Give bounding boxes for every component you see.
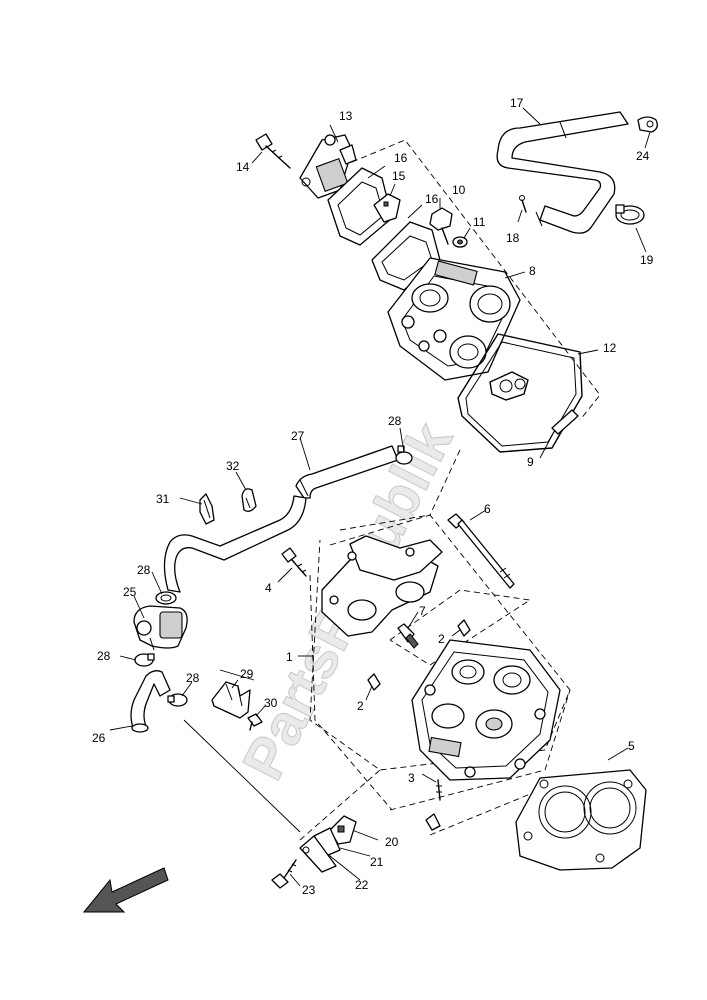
breather-hose-17 <box>496 111 629 234</box>
hose-26 <box>130 670 171 733</box>
seal-9 <box>551 409 579 435</box>
label-10: 10 <box>452 183 466 197</box>
washer-11 <box>452 236 468 248</box>
front-direction-arrow-icon <box>82 867 169 913</box>
label-4: 4 <box>265 581 272 595</box>
label-12: 12 <box>603 341 617 355</box>
label-29: 29 <box>240 667 254 681</box>
label-5: 5 <box>628 739 635 753</box>
hose-clamp-28-mid <box>155 591 177 605</box>
label-15: 15 <box>392 169 406 183</box>
label-28-left: 28 <box>97 649 111 663</box>
clip-32 <box>241 488 257 512</box>
air-induction-valve-13 <box>299 134 357 199</box>
bolt-14 <box>255 133 291 169</box>
hose-27 <box>295 445 399 499</box>
label-25: 25 <box>123 585 137 599</box>
cylinder-head-1 <box>411 639 561 781</box>
assembly-outlines <box>299 139 601 841</box>
leader-lines <box>109 107 651 887</box>
hose-clamp-28-lower <box>167 693 188 707</box>
label-7: 7 <box>419 604 426 618</box>
label-23: 23 <box>302 883 316 897</box>
air-pipe <box>163 495 307 593</box>
bolt-30 <box>247 713 263 731</box>
camshaft-bracket <box>321 535 443 637</box>
bolt-23 <box>271 859 297 889</box>
label-9: 9 <box>527 455 534 469</box>
hose-clamp-19 <box>615 204 645 225</box>
label-30: 30 <box>264 696 278 710</box>
label-20: 20 <box>385 835 399 849</box>
reed-plate-15 <box>373 193 401 223</box>
label-3: 3 <box>408 771 415 785</box>
label-28-mid: 28 <box>137 563 151 577</box>
label-28-top: 28 <box>388 414 402 428</box>
label-19: 19 <box>640 253 654 267</box>
cutoff-valve-25 <box>133 605 188 651</box>
pin-18 <box>519 195 527 213</box>
label-16-top: 16 <box>394 151 408 165</box>
label-31: 31 <box>156 492 170 506</box>
label-6: 6 <box>484 502 491 516</box>
label-22: 22 <box>355 878 369 892</box>
hose-clamp-28-left <box>134 653 155 667</box>
label-8: 8 <box>529 264 536 278</box>
bolt-3 <box>425 779 442 831</box>
label-17: 17 <box>510 96 524 110</box>
dowel-2-upper <box>457 619 471 637</box>
label-2-upper: 2 <box>438 632 445 646</box>
stud-bolt-6 <box>447 513 515 589</box>
label-24: 24 <box>636 149 650 163</box>
bolt-4 <box>281 547 307 577</box>
label-2-left: 2 <box>357 699 364 713</box>
dowel-2-left <box>367 673 381 691</box>
bracket-29 <box>211 681 251 719</box>
label-13: 13 <box>339 109 353 123</box>
bolt-10 <box>429 207 453 245</box>
sensor-7 <box>397 623 419 649</box>
label-14: 14 <box>236 160 250 174</box>
part-labels: 13 14 16 15 16 10 11 8 12 9 17 24 18 19 … <box>92 96 654 897</box>
plate-22 <box>299 835 337 873</box>
label-11: 11 <box>473 215 486 229</box>
label-16-mid: 16 <box>425 192 439 206</box>
label-1: 1 <box>286 650 293 664</box>
label-27: 27 <box>291 429 305 443</box>
clip-24 <box>637 116 658 133</box>
label-21: 21 <box>370 855 384 869</box>
label-32: 32 <box>226 459 240 473</box>
label-18: 18 <box>506 231 520 245</box>
cylinder-head-cover-8 <box>387 257 521 381</box>
hose-clamp-28-upper <box>395 445 413 465</box>
label-28-lower: 28 <box>186 671 200 685</box>
label-26: 26 <box>92 731 106 745</box>
bracket-31 <box>199 493 215 525</box>
cylinder-gasket-5 <box>515 769 647 871</box>
